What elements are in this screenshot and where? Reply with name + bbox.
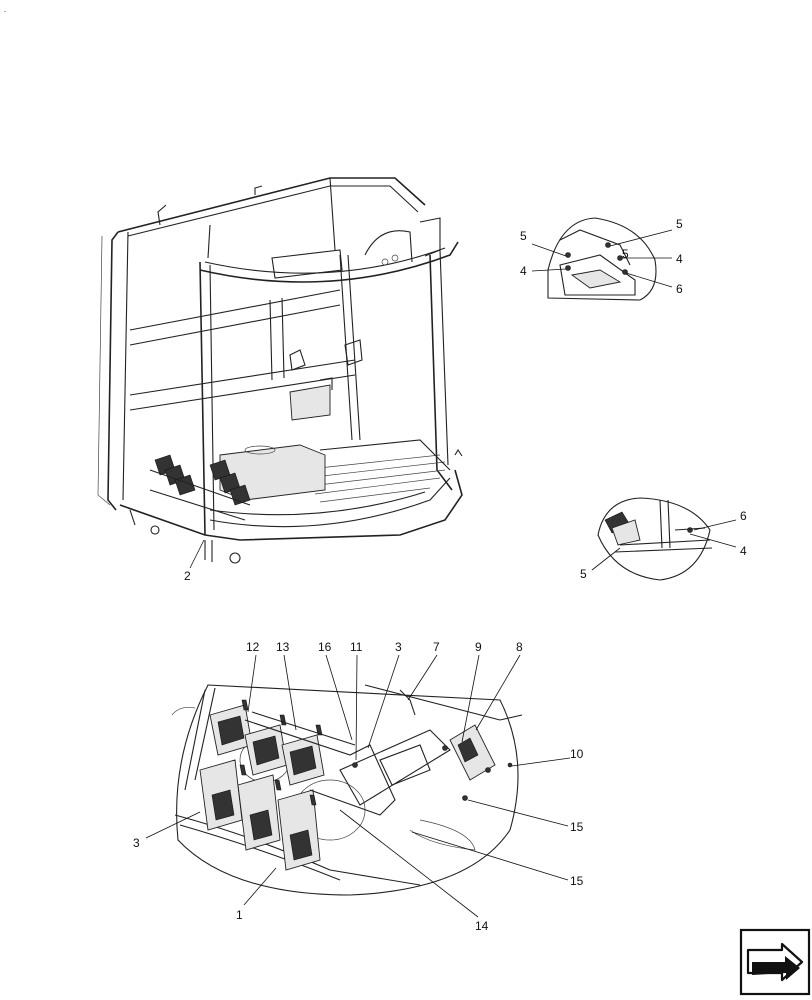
leader-d3-14 [339, 809, 479, 918]
callout-d3-13: 13 [276, 640, 290, 654]
leader-d3-1 [243, 867, 277, 906]
callout-d2-6: 6 [740, 509, 747, 523]
callout-d3-10: 10 [570, 747, 584, 761]
cab-frame-assembly [97, 177, 463, 564]
callout-d3-3b: 3 [133, 836, 140, 850]
leader-d3-11 [355, 654, 358, 761]
control-module-array [199, 699, 325, 871]
callout-d1-4a: 4 [520, 264, 527, 278]
callout-d3-12: 12 [246, 640, 260, 654]
leader-d1-6 [625, 272, 673, 288]
leader-d3-15a [467, 799, 569, 827]
callout-d3-9: 9 [475, 640, 482, 654]
callout-d2-4: 4 [740, 544, 747, 558]
leader-d3-10 [511, 757, 571, 767]
leader-d3-13 [283, 654, 297, 731]
callout-d1-4b: 4 [676, 252, 683, 266]
next-page-arrow-icon[interactable] [739, 928, 811, 996]
callout-d3-15a: 15 [570, 820, 584, 834]
leader-d1-5a [531, 243, 567, 257]
callout-d3-8: 8 [516, 640, 523, 654]
callout-d1-5a: 5 [520, 229, 527, 243]
leader-d2-5 [591, 547, 621, 571]
corner-mark: . [4, 5, 6, 14]
callout-d3-1: 1 [236, 908, 243, 922]
detail-view-2 [597, 497, 713, 581]
leader-d3-15b [411, 831, 569, 881]
leader-d3-16 [325, 654, 353, 741]
leader-d3-3b [145, 811, 201, 839]
leader-d3-9 [461, 654, 480, 743]
leader-d2-6 [693, 519, 737, 531]
callout-d1-5b: 5 [676, 217, 683, 231]
leader-d3-7 [407, 654, 438, 701]
leader-d2-4 [689, 533, 737, 548]
detail-view-1 [547, 217, 657, 301]
leader-d3-3a [367, 654, 400, 749]
leader-d1-5b [609, 229, 673, 247]
callout-d3-14: 14 [475, 919, 489, 933]
callout-d3-3a: 3 [395, 640, 402, 654]
callout-d2-5: 5 [580, 567, 587, 581]
control-module-bank [149, 454, 251, 521]
callout-d3-15b: 15 [570, 874, 584, 888]
detail-view-3 [171, 684, 523, 896]
callout-d1-6: 6 [676, 282, 683, 296]
leader-d3-12 [247, 654, 257, 713]
leader-2 [189, 539, 205, 569]
leader-d1-4a [531, 268, 567, 272]
callout-d3-7: 7 [433, 640, 440, 654]
callout-d3-16: 16 [318, 640, 332, 654]
leader-d3-8 [475, 654, 521, 731]
callout-d1-5c: 5 [622, 247, 629, 261]
callout-d3-11: 11 [350, 640, 363, 654]
callout-2: 2 [184, 569, 191, 583]
